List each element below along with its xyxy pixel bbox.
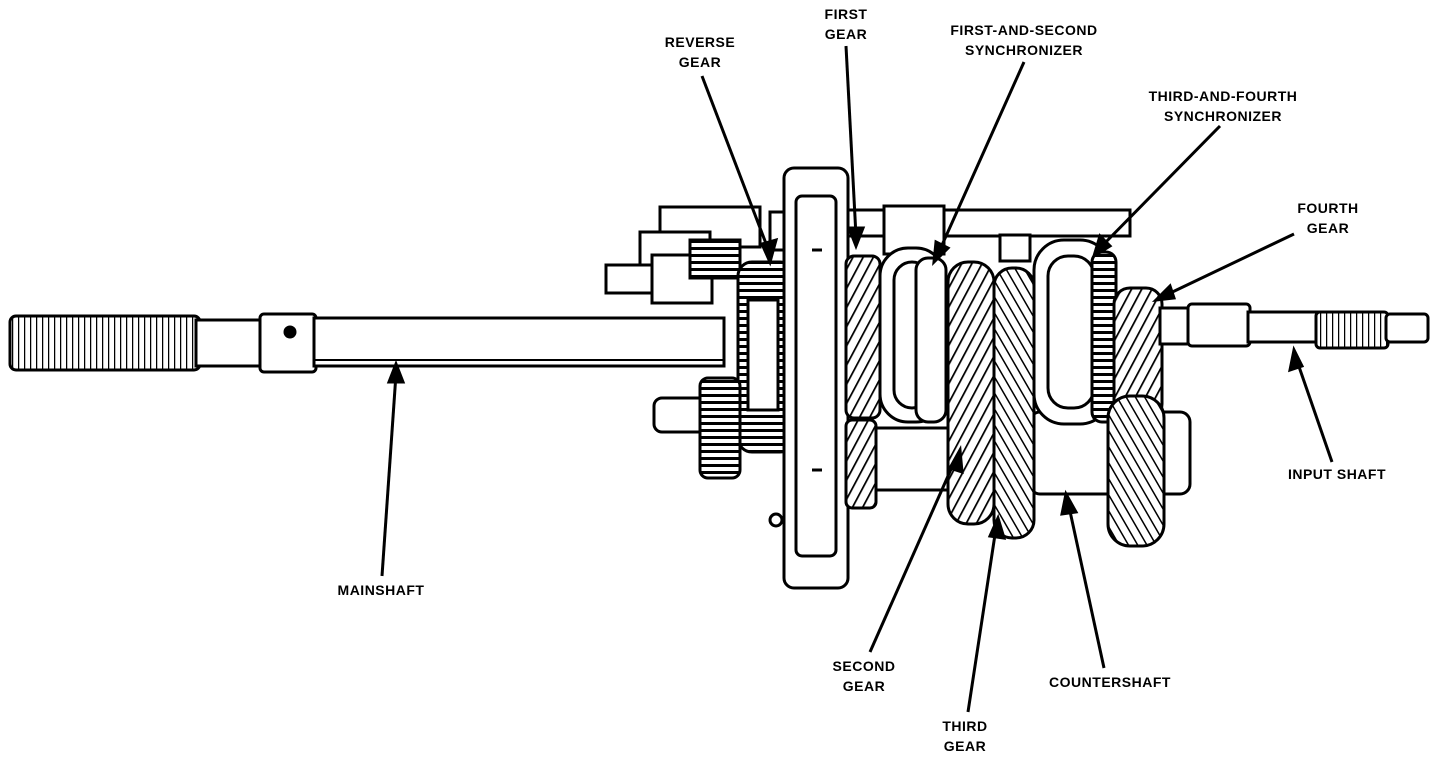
fourth-gear	[1106, 286, 1166, 548]
leader-fourth-gear	[1163, 232, 1295, 298]
housing-plate	[782, 166, 850, 590]
shift-rail-frame	[604, 204, 1132, 305]
label-third-fourth-synchronizer: THIRD-AND-FOURTH SYNCHRONIZER	[1118, 86, 1328, 126]
third-fourth-synchronizer	[1032, 238, 1118, 426]
leader-countershaft	[1066, 501, 1106, 669]
label-mainshaft-line1: MAINSHAFT	[337, 582, 425, 598]
label-reverse-gear-line1: REVERSE	[664, 34, 736, 50]
second-gear	[946, 260, 996, 526]
mainshaft	[8, 312, 726, 374]
label-countershaft: COUNTERSHAFT	[1030, 672, 1190, 692]
label-fourth-gear-line2: GEAR	[1306, 220, 1350, 236]
input-shaft	[1158, 302, 1430, 350]
label-mainshaft: MAINSHAFT	[316, 580, 446, 600]
label-third-fourth-sync-line2: SYNCHRONIZER	[1163, 108, 1282, 124]
leader-third-fourth-sync	[1098, 124, 1222, 250]
label-first-second-sync-line2: SYNCHRONIZER	[964, 42, 1083, 58]
label-input-shaft: INPUT SHAFT	[1262, 464, 1412, 484]
label-reverse-gear-line2: GEAR	[678, 54, 722, 70]
leader-mainshaft	[380, 373, 398, 577]
label-first-gear-line1: FIRST	[824, 6, 868, 22]
first-gear	[844, 254, 882, 420]
label-first-second-synchronizer: FIRST-AND-SECOND SYNCHRONIZER	[924, 20, 1124, 60]
label-second-gear-line1: SECOND	[832, 658, 896, 674]
third-gear	[992, 266, 1036, 540]
label-first-gear-line2: GEAR	[824, 26, 868, 42]
label-countershaft-line1: COUNTERSHAFT	[1049, 674, 1171, 690]
label-first-gear: FIRST GEAR	[806, 4, 886, 44]
leader-lines	[380, 45, 1334, 713]
first-second-synchronizer	[878, 246, 948, 424]
reverse-gear	[736, 260, 796, 454]
label-third-fourth-sync-line1: THIRD-AND-FOURTH	[1148, 88, 1298, 104]
second-gear-lower	[844, 418, 878, 510]
label-second-gear-line2: GEAR	[842, 678, 886, 694]
label-reverse-gear: REVERSE GEAR	[648, 32, 752, 72]
label-first-second-sync-line1: FIRST-AND-SECOND	[950, 22, 1098, 38]
leader-first-gear	[844, 45, 858, 237]
leader-input-shaft	[1294, 357, 1334, 463]
label-fourth-gear: FOURTH GEAR	[1278, 198, 1378, 238]
label-third-gear-line2: GEAR	[943, 738, 987, 754]
leader-reverse-gear	[700, 75, 772, 255]
label-input-shaft-line1: INPUT SHAFT	[1287, 466, 1387, 482]
leader-third-gear	[966, 527, 998, 713]
leader-second-gear	[868, 457, 958, 653]
label-third-gear-line1: THIRD	[942, 718, 988, 734]
leader-first-second-sync	[936, 61, 1026, 255]
label-fourth-gear-line1: FOURTH	[1297, 200, 1359, 216]
countershaft-left-stub	[652, 376, 784, 528]
label-third-gear: THIRD GEAR	[920, 716, 1010, 756]
label-second-gear: SECOND GEAR	[814, 656, 914, 696]
